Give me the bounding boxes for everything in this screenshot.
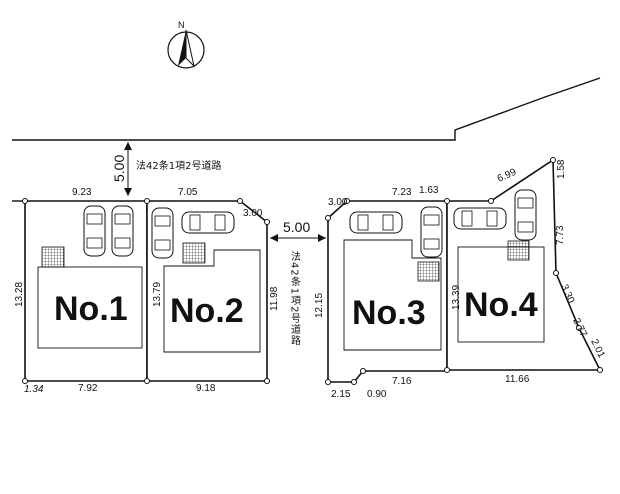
dimension-label: 0.90 (367, 389, 387, 400)
north-boundary-line (12, 77, 601, 141)
dimension-label: 12.15 (314, 293, 325, 318)
north-arrow-icon: N (167, 20, 205, 69)
lot-1-label: No.1 (54, 290, 128, 328)
lot-2-hatch (182, 242, 206, 264)
lot-2-label: No.2 (170, 292, 244, 330)
lot-4-hatch (507, 240, 530, 261)
dimension-label: 9.18 (196, 383, 216, 394)
car-icon (181, 211, 235, 234)
dimension-label: 7.23 (392, 187, 412, 198)
dimension-label: 11.98 (269, 286, 280, 311)
north-label: N (178, 20, 185, 30)
car-icon (151, 207, 174, 259)
lot-3-label: No.3 (352, 294, 426, 332)
lot-4-label: No.4 (464, 286, 538, 324)
dimension-label: 7.16 (392, 376, 412, 387)
car-icon (514, 189, 537, 241)
car-icon (83, 205, 106, 257)
dimension-label: 1.63 (419, 185, 439, 196)
survey-points (22, 157, 603, 385)
dimension-label: 3.00 (243, 208, 263, 219)
lot-1-hatch (41, 246, 65, 268)
car-icon (111, 205, 134, 257)
dimension-label: 6.99 (496, 167, 519, 185)
middle-road: 5.00 法42条1項2号道路 (270, 219, 326, 346)
middle-road-label: 法42条1項2号道路 (289, 250, 301, 347)
top-road-label: 法42条1項2号道路 (136, 159, 221, 172)
dimension-label: 3.00 (328, 197, 348, 208)
dimension-label: 13.79 (152, 282, 163, 307)
lot-3: No.3 (327, 200, 448, 383)
dimension-label: 1.34 (24, 384, 44, 395)
dimension-label: 9.23 (72, 187, 92, 198)
lot-2: No.2 (146, 200, 268, 382)
top-road-width: 5.00 (111, 142, 132, 196)
dimension-label: 7.05 (178, 187, 198, 198)
dimension-label: 13.28 (14, 282, 25, 307)
dimension-label: 1.58 (556, 159, 567, 179)
dimension-label: 13.39 (451, 285, 462, 310)
dimension-label: 11.66 (505, 374, 530, 385)
car-icon (349, 211, 403, 234)
car-icon (453, 207, 507, 230)
dimension-label: 2.15 (331, 389, 351, 400)
lot-3-hatch (417, 261, 440, 282)
lot-4: No.4 (446, 158, 602, 371)
middle-road-width-value: 5.00 (283, 219, 310, 235)
dimension-label: 7.92 (78, 383, 98, 394)
dimension-label: 7.73 (555, 225, 566, 245)
top-road-width-value: 5.00 (111, 155, 127, 182)
lot-1: No.1 (24, 200, 148, 382)
car-icon (420, 206, 443, 258)
